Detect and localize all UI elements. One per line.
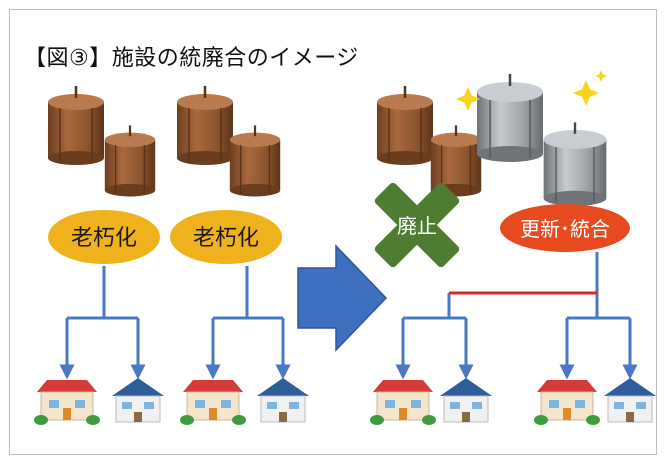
house-icon [369,379,437,426]
house-icon [179,379,247,426]
house-icon [33,379,101,426]
house-icon [111,377,165,423]
old-water-tank-icon [175,84,282,198]
house-icon [533,379,601,426]
old-water-tank-icon [46,84,157,198]
figure-title: 【図③】施設の統廃合のイメージ [24,46,359,71]
house-icon [256,377,310,423]
supply-tree-right [205,266,291,380]
transition-arrow [297,244,388,352]
cross-icon: 廃止 [374,182,460,268]
abolish-label: 廃止 [397,214,437,238]
supply-tree-consolidated [395,252,638,380]
renew-label: 更新･統合 [520,217,610,241]
house-icon [603,377,657,423]
aging-label-left: 老朽化 [71,226,137,251]
aging-badge-right: 老朽化 [170,210,282,264]
aging-label-right: 老朽化 [193,226,259,251]
aging-badge-left: 老朽化 [48,210,160,264]
renew-badge: 更新･統合 [500,204,630,252]
house-icon [439,377,493,423]
supply-tree-left [59,266,146,380]
